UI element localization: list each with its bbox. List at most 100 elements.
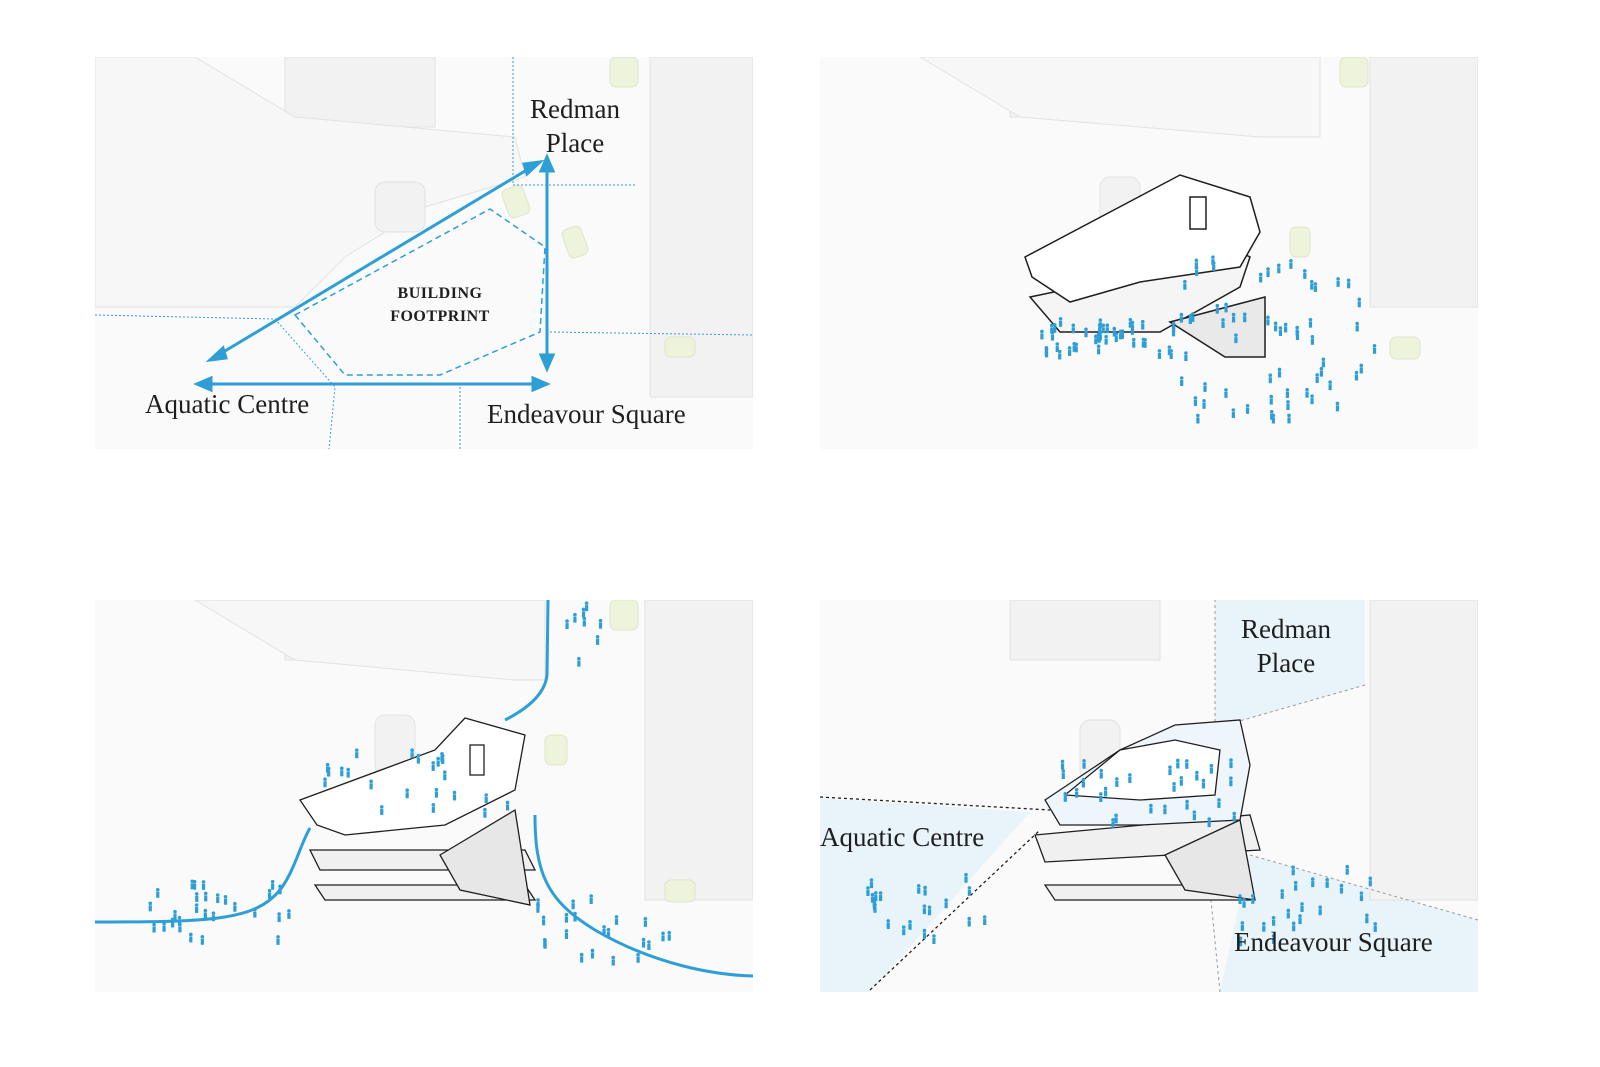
- person-figure: [194, 903, 199, 907]
- person-figure: [1268, 373, 1273, 378]
- person-figure: [1287, 413, 1291, 418]
- person-figure: [1286, 908, 1291, 913]
- person-figure: [1149, 803, 1153, 808]
- person-figure: [1303, 272, 1307, 279]
- person-figure: [647, 944, 651, 951]
- person-figure: [872, 897, 877, 901]
- person-figure: [405, 792, 409, 799]
- person-figure: [1120, 329, 1125, 333]
- person-figure: [1201, 778, 1206, 783]
- person-figure: [602, 928, 606, 935]
- person-figure: [152, 922, 156, 927]
- person-figure: [1328, 384, 1332, 391]
- person-figure: [1084, 327, 1088, 332]
- person-figure: [170, 917, 175, 922]
- person-figure: [1168, 769, 1172, 776]
- building-terraced: [298, 717, 537, 906]
- person-figure: [369, 779, 373, 784]
- person-figure: [1060, 763, 1065, 770]
- view-lines: [820, 796, 1051, 991]
- person-figure: [1082, 762, 1086, 769]
- person-figure: [1060, 759, 1065, 764]
- person-figure: [1272, 919, 1276, 926]
- person-figure: [1310, 394, 1314, 398]
- person-figure: [1266, 267, 1270, 271]
- person-figure: [1339, 887, 1344, 894]
- person-figure: [270, 879, 275, 884]
- person-figure: [1131, 337, 1136, 342]
- person-figure: [1157, 349, 1162, 353]
- person-figure: [339, 766, 344, 771]
- person-figure: [1112, 330, 1116, 337]
- person-figure: [661, 935, 665, 942]
- person-figure: [579, 952, 584, 957]
- person-figure: [866, 889, 870, 896]
- person-figure: [443, 774, 447, 781]
- person-figure: [571, 903, 575, 910]
- person-figure: [177, 919, 182, 926]
- person-figure: [1104, 790, 1108, 797]
- person-figure: [1345, 864, 1350, 869]
- person-figure: [1229, 762, 1233, 769]
- person-figure: [1274, 325, 1278, 332]
- person-figure: [589, 894, 593, 898]
- person-figure: [1286, 912, 1290, 919]
- person-figure: [1081, 781, 1085, 788]
- person-figure: [872, 903, 877, 910]
- person-figure: [1052, 323, 1057, 327]
- person-figure: [405, 788, 409, 793]
- person-figure: [1234, 337, 1238, 344]
- person-figure: [1112, 326, 1117, 331]
- person-figure: [1211, 259, 1215, 266]
- person-figure: [536, 906, 540, 913]
- person-figure: [1140, 319, 1145, 324]
- person-figure: [1231, 316, 1236, 323]
- person-figure: [276, 938, 280, 945]
- person-figure: [636, 956, 640, 963]
- person-figure: [152, 926, 156, 933]
- person-figure: [1163, 804, 1167, 809]
- person-figure: [582, 620, 586, 627]
- person-figure: [1141, 337, 1146, 342]
- person-figure: [1207, 817, 1211, 821]
- person-figure: [964, 876, 968, 883]
- person-figure: [1128, 776, 1132, 783]
- person-figure: [1157, 352, 1162, 359]
- person-figure: [1311, 881, 1315, 888]
- person-figure: [564, 929, 569, 933]
- person-figure: [1105, 323, 1110, 328]
- person-figure: [661, 931, 665, 936]
- person-figure: [1082, 758, 1086, 763]
- person-figure: [346, 767, 350, 772]
- person-figure: [1277, 267, 1281, 274]
- person-figure: [1271, 934, 1276, 938]
- person-figure: [1269, 394, 1274, 399]
- person-figure: [536, 898, 540, 902]
- person-figure: [436, 756, 440, 761]
- person-figure: [1096, 336, 1101, 343]
- person-figure: [200, 934, 205, 939]
- person-figure: [1295, 325, 1299, 330]
- person-figure: [1365, 913, 1369, 918]
- person-figure: [1103, 786, 1108, 791]
- person-figure: [1203, 382, 1207, 386]
- person-figure: [1179, 775, 1184, 780]
- building-complex: [1034, 719, 1261, 901]
- person-figure: [195, 895, 199, 902]
- person-figure: [276, 935, 280, 939]
- person-figure: [922, 932, 927, 939]
- grass-patches: [544, 600, 696, 903]
- person-figure: [1058, 316, 1063, 321]
- person-figure: [452, 794, 457, 801]
- person-figure: [1098, 330, 1103, 335]
- person-figure: [452, 790, 457, 795]
- person-figure: [1293, 880, 1298, 885]
- person-figure: [611, 955, 616, 960]
- person-figure: [1285, 388, 1290, 392]
- person-figure: [1280, 892, 1284, 899]
- person-figure: [1269, 398, 1273, 405]
- person-figure: [1284, 326, 1288, 333]
- person-figure: [1224, 302, 1228, 307]
- person-figure: [1305, 391, 1309, 398]
- person-figure: [1130, 320, 1135, 325]
